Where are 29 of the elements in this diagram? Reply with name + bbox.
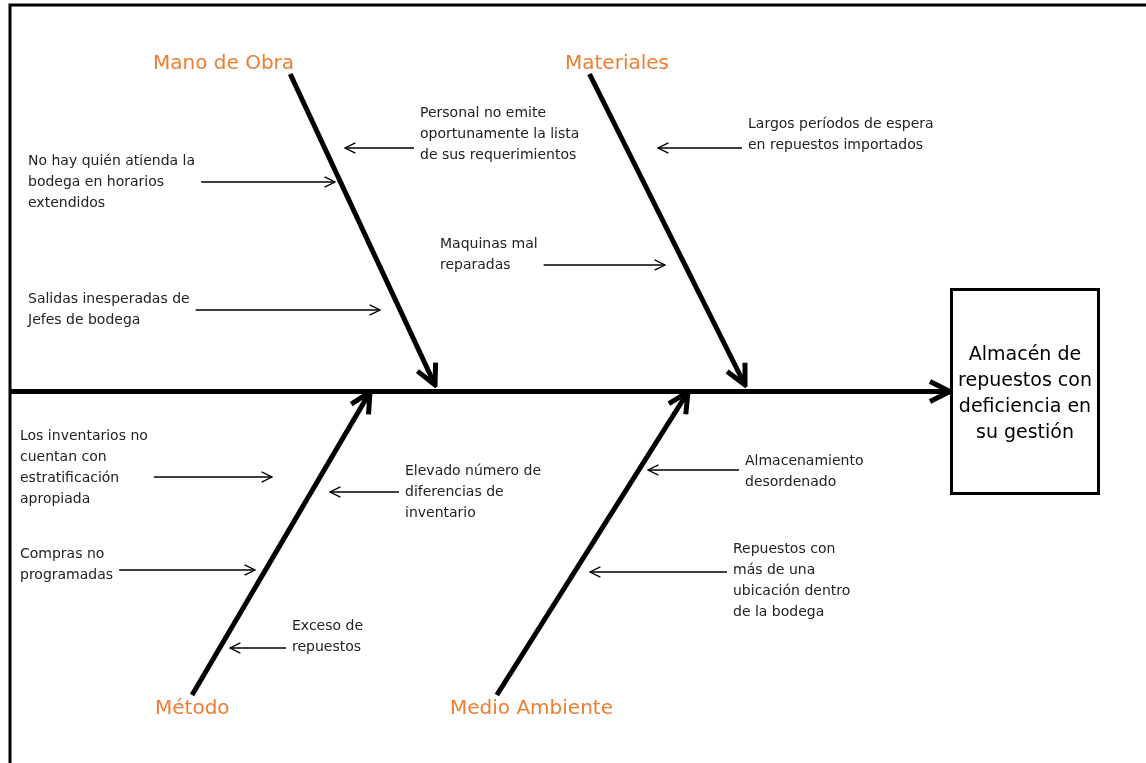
arrow — [647, 464, 740, 476]
arrow — [344, 142, 415, 154]
cause-text: Salidas inesperadas de Jefes de bodega — [28, 288, 213, 330]
arrow — [195, 304, 381, 316]
arrow — [589, 566, 728, 578]
cause-text: Maquinas mal reparadas — [440, 233, 570, 275]
cause-text: Compras no programadas — [20, 543, 150, 585]
arrow — [657, 142, 743, 154]
cause-text: Elevado número de diferencias de inventario — [405, 460, 565, 523]
effect-box: Almacén de repuestos con deficiencia en su gestión — [950, 288, 1100, 495]
category-label: Materiales — [565, 50, 669, 74]
arrow — [543, 259, 666, 271]
cause-text: Los inventarios no cuentan con estratificación apropiada — [20, 425, 180, 509]
category-label: Medio Ambiente — [450, 695, 613, 719]
category-label: Método — [155, 695, 230, 719]
bone-arrow — [587, 72, 748, 388]
arrow — [153, 471, 273, 483]
arrow — [118, 564, 256, 576]
bone-arrow — [287, 72, 439, 388]
arrow — [329, 486, 400, 498]
cause-text: Almacenamiento desordenado — [745, 450, 905, 492]
cause-text: Exceso de repuestos — [292, 615, 382, 657]
cause-text: Personal no emite oportunamente la lista de sus requerimientos — [420, 102, 595, 165]
cause-text: Largos períodos de espera en repuestos importados — [748, 113, 938, 155]
cause-text: No hay quién atienda la bodega en horarios extendidos — [28, 150, 208, 213]
arrow — [200, 176, 336, 188]
cause-text: Repuestos con más de una ubicación dentro de la bodega — [733, 538, 868, 622]
category-label: Mano de Obra — [153, 50, 295, 74]
arrow — [229, 642, 287, 654]
